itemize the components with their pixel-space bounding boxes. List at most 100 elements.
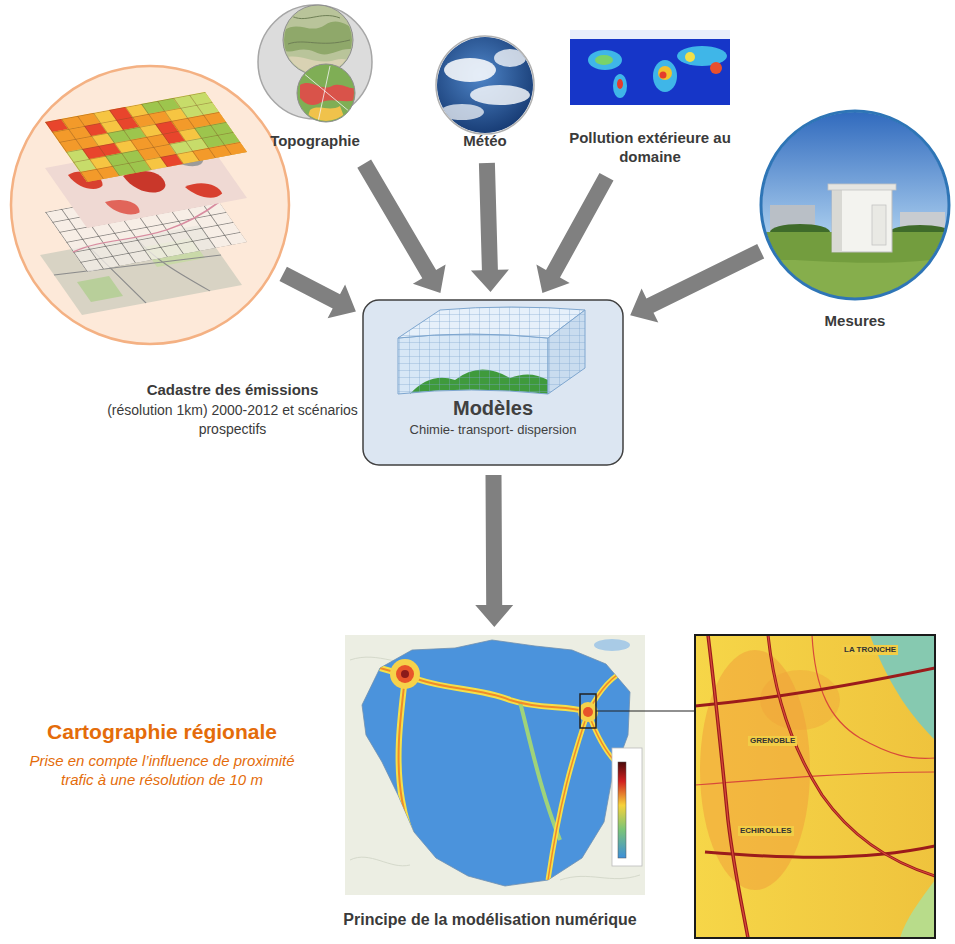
node-subtitle: Chimie- transport- dispersion — [373, 421, 613, 438]
street — [812, 635, 935, 758]
emission-inventory-picture — [11, 66, 289, 344]
hot-spot — [658, 66, 672, 80]
continent — [653, 60, 677, 92]
hot-spot — [390, 659, 420, 689]
text-group: Cartographie régionalePrise en compte l’… — [27, 719, 297, 789]
world-map — [570, 30, 730, 105]
road-line — [302, 66, 350, 122]
road-halo — [399, 678, 440, 880]
land-patch — [184, 180, 224, 201]
model-box — [363, 300, 623, 465]
node-title: Topographie — [235, 131, 395, 150]
flow-arrow — [536, 173, 613, 293]
emission-inventory: Cadastre des émissions(résolution 1km) 2… — [10, 65, 290, 345]
grid-face — [398, 334, 548, 394]
node-title: Cadastre des émissions — [105, 380, 360, 399]
regional-map: Cartographie régionalePrise en compte l’… — [345, 635, 645, 895]
grid-side — [548, 310, 585, 394]
map-patch — [77, 276, 123, 302]
road-halo — [520, 702, 560, 840]
inventory-circle-outline — [11, 66, 289, 344]
motorway — [695, 668, 935, 706]
motorway — [708, 635, 748, 938]
hot-spot — [617, 79, 623, 89]
shelter-side — [832, 188, 842, 252]
topography-input: Topographie — [255, 5, 375, 155]
legend-scale — [618, 762, 626, 858]
continent — [595, 55, 613, 65]
zoom-frame — [580, 694, 596, 728]
text-group: Mesures — [775, 311, 935, 330]
road-core — [548, 712, 588, 880]
node-title: Pollution extérieure au domaine — [560, 128, 740, 166]
text-group: ModèlesChimie- transport- dispersion — [373, 396, 613, 438]
map-ground — [345, 635, 645, 895]
node-title: Mesures — [775, 311, 935, 330]
flow-arrow — [280, 267, 356, 319]
topography-circle — [258, 5, 372, 119]
cloud — [440, 104, 484, 120]
flow-arrow — [471, 163, 509, 292]
cloud-image — [435, 35, 535, 135]
flow-arrow — [630, 244, 764, 323]
hot-spot — [710, 62, 722, 74]
crop-area — [306, 106, 346, 122]
city-inset-map — [695, 635, 935, 938]
text-group: Topographie — [235, 131, 395, 150]
relief-line — [288, 15, 350, 44]
outside-pollution-input: Pollution extérieure au domaine — [560, 28, 740, 168]
hot-spot — [660, 72, 667, 79]
station-circle — [761, 111, 949, 299]
hot-spot — [685, 52, 695, 62]
shelter-door — [872, 205, 886, 245]
weather-circle — [436, 36, 534, 134]
traffic-roads — [380, 659, 630, 880]
flow-arrow — [475, 475, 513, 627]
cloud — [470, 85, 530, 105]
motorway — [768, 635, 935, 876]
inset-frame — [695, 635, 935, 938]
node-title: Cartographie régionale — [27, 719, 297, 745]
land-patch — [105, 197, 142, 218]
weather-picture — [435, 35, 535, 135]
global-pollution-picture — [570, 30, 730, 105]
emission-grid-layer — [45, 92, 247, 182]
station-photo — [760, 110, 950, 302]
hot-spot — [401, 670, 409, 678]
earth — [435, 35, 535, 135]
node-subtitle: Prise en compte l’influence de proximité… — [27, 751, 297, 789]
inventory-circle — [11, 66, 289, 344]
hot-spot — [396, 665, 414, 683]
grid-face — [398, 334, 548, 394]
motorway-core — [708, 635, 748, 938]
inset-content — [695, 635, 935, 938]
land-cover — [300, 66, 356, 122]
measurement-input: Mesures — [760, 110, 950, 300]
node-subtitle: (résolution 1km) 2000-2012 et scénarios … — [105, 401, 360, 439]
continent — [613, 74, 627, 98]
grid-lines — [45, 92, 247, 182]
place-name: ECHIROLLES — [738, 826, 794, 836]
layer-sheet — [45, 92, 247, 182]
land-cover-disc — [297, 64, 355, 122]
grass — [760, 258, 950, 302]
hot-spot — [578, 702, 598, 722]
topography-picture — [258, 5, 372, 122]
text-group: Pollution extérieure au domaine — [560, 128, 740, 166]
regional-map — [345, 635, 695, 895]
node-title: Météo — [405, 131, 565, 150]
region-area — [362, 640, 630, 886]
continent — [677, 46, 727, 66]
continent — [588, 50, 622, 70]
flow-arrow — [357, 160, 445, 294]
lake — [594, 639, 630, 651]
clean-zone — [900, 880, 935, 938]
map-header — [570, 30, 730, 39]
place-name: LA TRONCHE — [842, 645, 898, 655]
shelter-roof — [828, 184, 896, 190]
measurement-station-picture — [760, 110, 950, 302]
motorway — [705, 846, 935, 857]
road-halo — [548, 712, 588, 880]
